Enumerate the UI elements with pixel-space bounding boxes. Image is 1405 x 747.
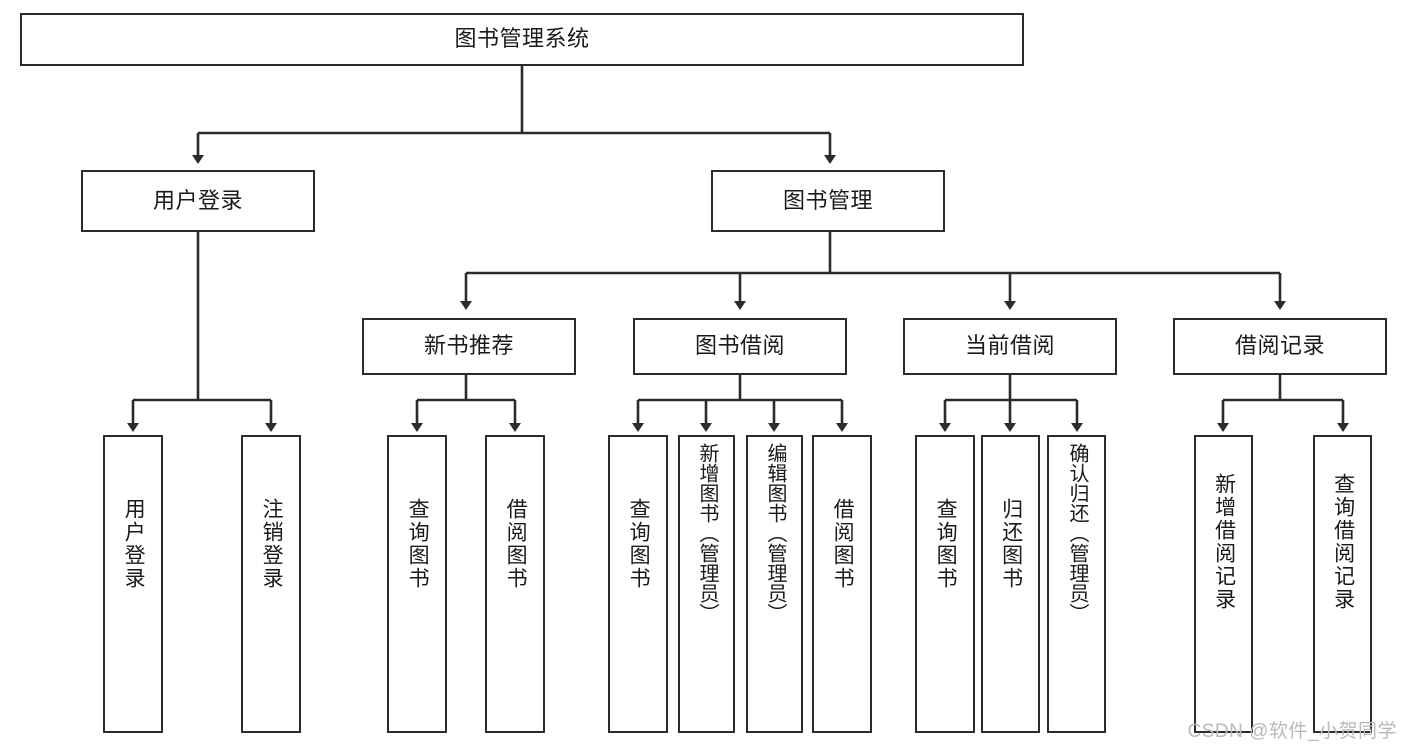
leaf-add-book-admin-label: 新增图书（管理员） [696,443,718,623]
leaf-query-borrow-record-label: 查询借阅记录 [1331,473,1355,611]
leaf-borrow-book-2[interactable]: 借阅图书 [812,435,872,733]
node-book-manage-label: 图书管理 [782,187,873,213]
node-borrow-record[interactable]: 借阅记录 [1173,318,1387,375]
node-new-book-recommend[interactable]: 新书推荐 [362,318,576,375]
leaf-add-book-admin[interactable]: 新增图书（管理员） [678,435,735,733]
leaf-logout-login[interactable]: 注销登录 [241,435,301,733]
node-root[interactable]: 图书管理系统 [20,13,1024,66]
node-user-login[interactable]: 用户登录 [81,170,315,232]
leaf-query-book-3-label: 查询图书 [934,498,958,590]
leaf-confirm-return-admin-label: 确认归还（管理员） [1066,443,1088,623]
leaf-add-borrow-record-label: 新增借阅记录 [1212,473,1236,611]
leaf-query-book-2[interactable]: 查询图书 [608,435,668,733]
leaf-add-borrow-record[interactable]: 新增借阅记录 [1194,435,1253,733]
leaf-borrow-book-1[interactable]: 借阅图书 [485,435,545,733]
leaf-logout-login-label: 注销登录 [260,498,284,590]
leaf-user-login-label: 用户登录 [122,498,146,590]
leaf-user-login[interactable]: 用户登录 [103,435,163,733]
leaf-borrow-book-2-label: 借阅图书 [831,498,855,590]
node-current-borrow-label: 当前借阅 [964,333,1055,359]
leaf-return-book[interactable]: 归还图书 [981,435,1040,733]
node-current-borrow[interactable]: 当前借阅 [903,318,1117,375]
leaf-query-borrow-record[interactable]: 查询借阅记录 [1313,435,1372,733]
leaf-query-book-1-label: 查询图书 [406,498,430,590]
leaf-edit-book-admin-label: 编辑图书（管理员） [764,443,786,623]
node-new-book-recommend-label: 新书推荐 [423,333,514,359]
leaf-edit-book-admin[interactable]: 编辑图书（管理员） [746,435,803,733]
leaf-query-book-2-label: 查询图书 [627,498,651,590]
node-book-manage[interactable]: 图书管理 [711,170,945,232]
node-user-login-label: 用户登录 [152,187,243,213]
leaf-borrow-book-1-label: 借阅图书 [504,498,528,590]
leaf-confirm-return-admin[interactable]: 确认归还（管理员） [1047,435,1106,733]
leaf-return-book-label: 归还图书 [999,498,1023,590]
leaf-query-book-3[interactable]: 查询图书 [915,435,975,733]
node-book-borrow-label: 图书借阅 [694,333,785,359]
node-root-label: 图书管理系统 [454,26,590,52]
leaf-query-book-1[interactable]: 查询图书 [387,435,447,733]
node-book-borrow[interactable]: 图书借阅 [633,318,847,375]
node-borrow-record-label: 借阅记录 [1234,333,1325,359]
